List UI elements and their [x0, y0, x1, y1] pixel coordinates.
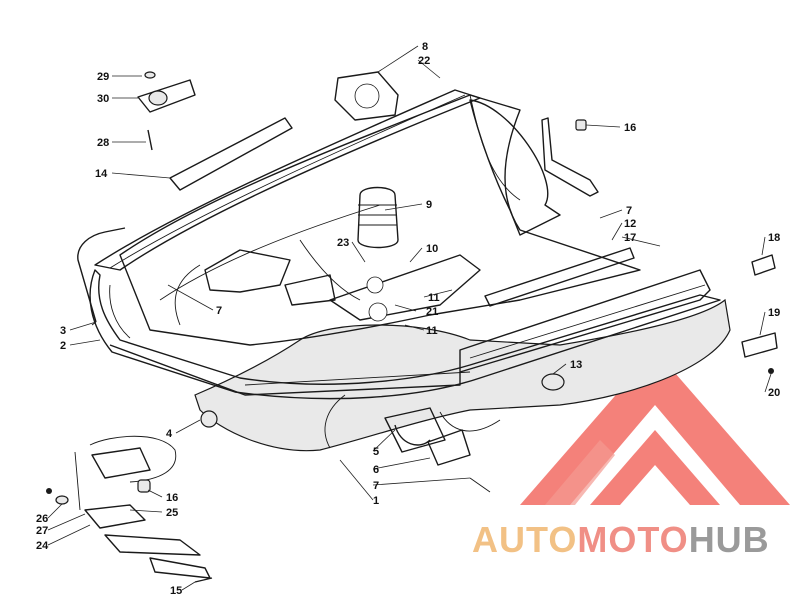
callout-11-lower: 11	[426, 325, 438, 337]
center-console	[329, 186, 481, 322]
watermark-wordmark: AUTOMOTOHUB	[472, 519, 770, 560]
callout-21: 21	[426, 306, 438, 318]
callout-3: 3	[60, 325, 66, 337]
hinge-assembly	[137, 71, 196, 151]
gasket-plate	[334, 71, 399, 121]
watermark-auto: AUTO	[472, 519, 577, 560]
watermark-logo-icon	[520, 350, 790, 505]
leader-lines	[47, 45, 772, 591]
left-strip	[169, 117, 293, 191]
callout-9: 9	[426, 199, 432, 211]
callout-19: 19	[768, 307, 780, 319]
grommet	[541, 373, 565, 391]
upper-rail	[94, 89, 481, 271]
watermark-hub: HUB	[689, 519, 770, 560]
callout-12: 12	[624, 218, 636, 230]
side-strip	[484, 247, 635, 307]
callout-20: 20	[768, 387, 780, 399]
bracket-right	[541, 117, 599, 197]
watermark-word: AUTOMOTOHUB	[472, 519, 770, 560]
callout-29: 29	[97, 71, 109, 83]
callout-6: 6	[373, 464, 379, 476]
cable-boot	[384, 407, 491, 493]
callout-11-upper: 11	[428, 292, 440, 304]
callout-15: 15	[170, 585, 182, 597]
lower-left-detail	[46, 435, 213, 583]
callout-1: 1	[373, 495, 379, 507]
callout-10: 10	[426, 243, 438, 255]
callout-17: 17	[624, 232, 636, 244]
callout-5: 5	[373, 446, 379, 458]
upper-right-cover	[469, 99, 561, 236]
callout-16-lower: 16	[166, 492, 178, 504]
callout-7-lower: 7	[373, 480, 379, 492]
callout-4: 4	[166, 428, 173, 440]
callout-14: 14	[95, 168, 108, 180]
watermark-moto: MOTO	[577, 519, 688, 560]
callout-16-top: 16	[624, 122, 636, 134]
callout-2: 2	[60, 340, 66, 352]
callout-30: 30	[97, 93, 109, 105]
callout-8: 8	[422, 41, 428, 53]
grommet-left	[200, 410, 218, 428]
callout-22: 22	[418, 55, 430, 67]
callout-23: 23	[337, 237, 349, 249]
callout-27: 27	[36, 525, 48, 537]
callout-26: 26	[36, 513, 48, 525]
callout-7-left: 7	[216, 305, 222, 317]
callout-28: 28	[97, 137, 109, 149]
callout-24: 24	[36, 540, 49, 552]
callout-7-right: 7	[626, 205, 632, 217]
bumper-rail	[89, 269, 721, 400]
interior-bracket	[204, 249, 336, 306]
handle-bar	[77, 227, 126, 326]
right-clip	[741, 254, 778, 374]
callout-13: 13	[570, 359, 582, 371]
callout-labels: 29 30 28 14 8 22 16 9 7 12 17 18 23 10 1…	[36, 41, 780, 597]
callout-18: 18	[768, 232, 780, 244]
callout-25: 25	[166, 507, 178, 519]
